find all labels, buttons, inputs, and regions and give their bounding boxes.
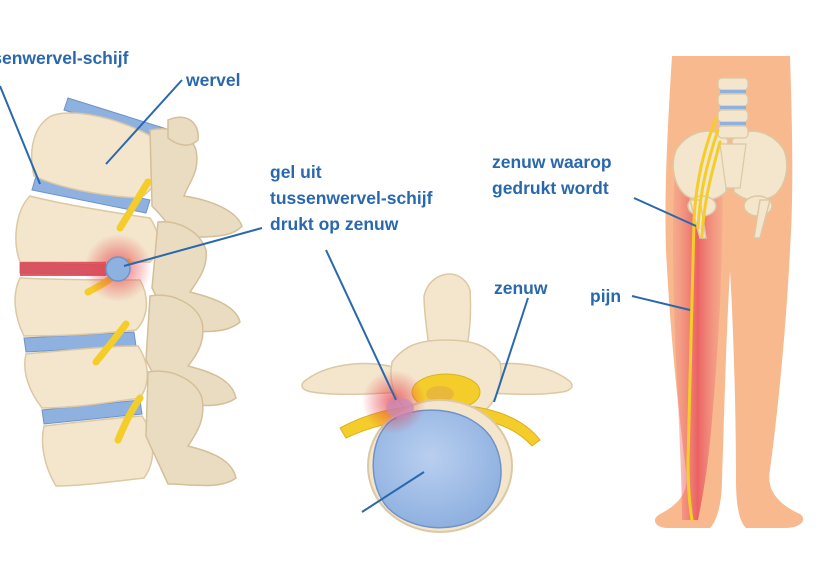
label-gel-line3: drukt op zenuw (270, 214, 399, 234)
label-gel-line1: gel uit (270, 162, 322, 182)
herniated-gel (105, 256, 131, 282)
labels: tussenwervel-schijf wervel gel uit tusse… (0, 48, 621, 306)
label-disc: tussenwervel-schijf (0, 48, 129, 68)
label-pain: pijn (590, 286, 621, 306)
lumbar-column (717, 77, 749, 189)
vertebra-top-view (301, 273, 573, 533)
label-gel-line2: tussenwervel-schijf (270, 188, 433, 208)
label-vertebra: wervel (185, 70, 240, 90)
vertebrae (14, 112, 164, 487)
herniated-disc-leak (20, 262, 106, 276)
spine-side-view (14, 97, 243, 487)
sciatic-nerve (686, 116, 722, 522)
leader-lines (0, 79, 697, 513)
leg-pain-area (672, 150, 723, 520)
label-pressed-line2: gedrukt wordt (492, 178, 609, 198)
spinous-processes (145, 116, 243, 487)
body-lower-half (654, 56, 804, 528)
label-nerve: zenuw (494, 278, 548, 298)
label-pressed-line1: zenuw waarop (492, 152, 612, 172)
